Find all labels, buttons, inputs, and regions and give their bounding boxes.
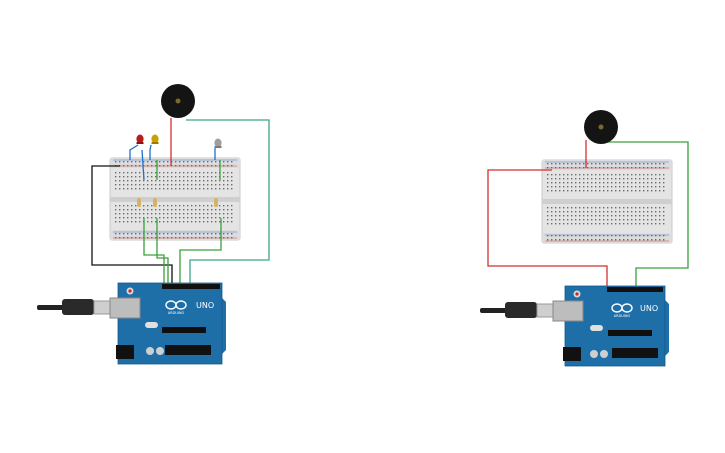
wires xyxy=(91,118,270,283)
arduino-logo xyxy=(165,300,187,310)
wire-red xyxy=(487,169,608,286)
breadboard-holes xyxy=(115,161,233,239)
breadboard[interactable] xyxy=(541,159,673,244)
wire-green xyxy=(156,218,169,283)
usb-cable[interactable] xyxy=(37,299,119,315)
wire-blue xyxy=(141,149,145,181)
red-led[interactable] xyxy=(136,134,144,145)
arduino-brand-label: ARDUINO xyxy=(614,314,631,318)
arduino-brand-label: ARDUINO xyxy=(168,311,185,315)
wire-blue xyxy=(149,144,152,160)
wire-blue xyxy=(129,144,139,160)
arduino-uno[interactable]: ARDUINO UNO xyxy=(109,282,226,365)
resistor[interactable] xyxy=(153,198,157,207)
resistor[interactable] xyxy=(214,198,218,207)
buzzer[interactable] xyxy=(584,110,618,144)
yellow-led[interactable] xyxy=(151,134,159,145)
breadboard-holes xyxy=(547,163,665,241)
circuit-right: ARDUINO UNO xyxy=(480,110,689,367)
wire-green xyxy=(143,218,165,283)
wire-teal xyxy=(186,119,270,283)
resistor[interactable] xyxy=(137,198,141,207)
usb-cable[interactable] xyxy=(480,302,562,318)
wire-green xyxy=(179,218,222,283)
arduino-uno[interactable]: ARDUINO UNO xyxy=(552,285,669,367)
buzzer[interactable] xyxy=(161,84,195,118)
circuit-left: ARDUINO UNO xyxy=(37,84,270,365)
wire-black xyxy=(91,165,173,283)
wires xyxy=(487,140,689,286)
wire-green xyxy=(608,141,689,286)
arduino-model-label: UNO xyxy=(640,304,658,313)
breadboard[interactable] xyxy=(109,157,241,241)
arduino-logo xyxy=(611,303,633,313)
arduino-model-label: UNO xyxy=(196,301,214,310)
white-led[interactable] xyxy=(214,138,222,149)
